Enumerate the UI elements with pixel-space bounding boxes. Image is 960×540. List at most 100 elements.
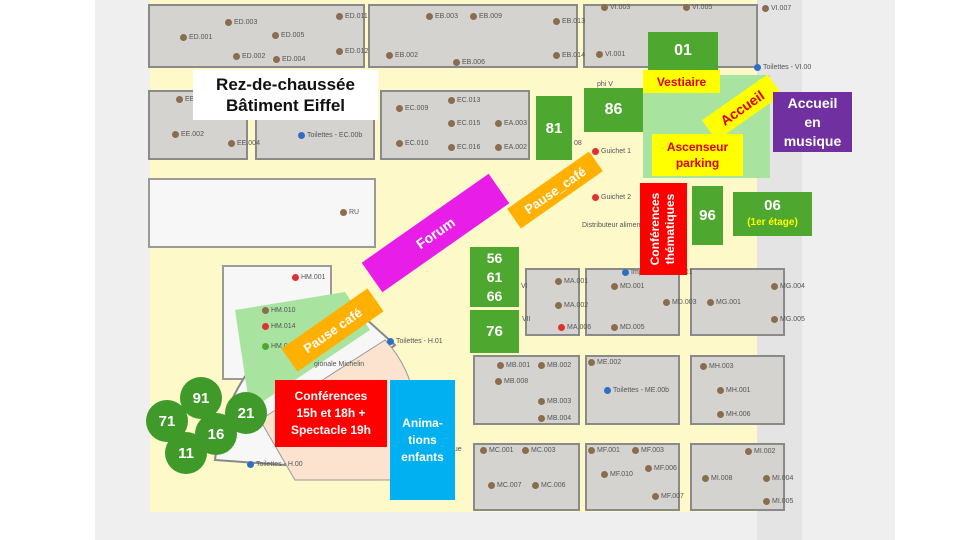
room-label[interactable]: MF.001 [588,447,620,454]
room-label[interactable]: MB.001 [497,362,530,369]
room-label[interactable]: MF.006 [645,465,677,472]
room-label[interactable]: ED.002 [233,53,265,60]
room-label[interactable]: MH.003 [700,363,734,370]
stand-86[interactable]: 86 [584,88,643,132]
text-line: Accueil [787,94,838,111]
room-label[interactable]: MA.001 [555,278,588,285]
room-label[interactable]: MB.008 [495,378,528,385]
room-label[interactable]: EC.013 [448,97,480,104]
stand-91[interactable]: 91 [180,377,222,419]
room-label[interactable]: VI.003 [601,4,630,11]
room-label[interactable]: MH.006 [717,411,751,418]
stand-06[interactable]: 06 (1er étage) [733,192,812,236]
room-label[interactable]: ME.002 [588,359,621,366]
room-icon [762,5,769,12]
room-label[interactable]: MI.002 [745,448,775,455]
room-label[interactable]: VI.007 [762,5,791,12]
room-label[interactable]: EE [176,96,194,103]
room-label[interactable]: EA.002 [495,144,527,151]
room-label[interactable]: MD.005 [611,324,645,331]
room-label[interactable]: EB.014 [553,52,585,59]
room-label[interactable]: 08 [574,140,582,147]
room-label[interactable]: EC.016 [448,144,480,151]
room-label[interactable]: ED.003 [225,19,257,26]
stand-01[interactable]: 01 [648,32,718,70]
room-label[interactable]: MI.004 [763,475,793,482]
room-label[interactable]: MC.007 [488,482,522,489]
room-label[interactable]: VI.005 [683,4,712,11]
room-label[interactable]: RU [340,209,359,216]
room-label[interactable]: EE.004 [228,140,260,147]
room-label[interactable]: MB.004 [538,415,571,422]
room-label[interactable]: MI.008 [702,475,732,482]
room-label[interactable]: MF.007 [652,493,684,500]
room-name: 08 [574,140,582,147]
room-label[interactable]: MI.005 [763,498,793,505]
stand-11[interactable]: 11 [165,432,207,474]
conferences-spectacle[interactable]: Conférences 15h et 18h + Spectacle 19h [275,380,387,447]
room-label[interactable]: Toilettes - H.00 [247,461,303,468]
room-label[interactable]: MH.001 [717,387,751,394]
room-label[interactable]: Toilettes - VI.00 [754,64,811,71]
room-label[interactable]: EA.003 [495,120,527,127]
room-label[interactable]: MA.002 [555,302,588,309]
room-label[interactable]: VI [521,283,528,290]
room-label[interactable]: HM.0 [262,343,288,350]
room-label[interactable]: HM.014 [262,323,296,330]
room-label[interactable]: ED.001 [180,34,212,41]
room-label[interactable]: MB.002 [538,362,571,369]
room-label[interactable]: ED.012 [336,48,368,55]
stand-96[interactable]: 96 [692,186,723,245]
accueil-en-musique[interactable]: Accueil en musique [773,92,852,152]
room-label[interactable]: Distributeur alimentaire [582,222,654,229]
room-label[interactable]: MG.005 [771,316,805,323]
room-label[interactable]: Guichet 1 [592,148,631,155]
room-label[interactable]: EB.013 [553,18,585,25]
stand-56-61-66[interactable]: 56 61 66 [470,247,519,307]
room-icon [622,269,629,276]
room-label[interactable]: MA.006 [558,324,591,331]
room-label[interactable]: EB.002 [386,52,418,59]
room-label[interactable]: gionale Michelin [314,361,364,368]
room-label[interactable]: VI.001 [596,51,625,58]
room-label[interactable]: MG.001 [707,299,741,306]
stand-81[interactable]: 81 [536,96,572,160]
room-label[interactable]: phi V [597,81,613,88]
room-name: ED.003 [234,19,258,26]
room-label[interactable]: HM.010 [262,307,296,314]
room-label[interactable]: MC.001 [480,447,514,454]
block-ma [525,268,580,336]
room-label[interactable]: Toilettes - H.01 [387,338,443,345]
room-label[interactable]: ED.004 [273,56,305,63]
room-label[interactable]: MC.003 [522,447,556,454]
room-icon [601,471,608,478]
room-label[interactable]: MG.004 [771,283,805,290]
ascenseur-parking[interactable]: Ascenseur parking [652,134,743,176]
vestiaire-label[interactable]: Vestiaire [643,70,720,93]
room-icon [592,148,599,155]
room-label[interactable]: EB.003 [426,13,458,20]
room-label[interactable]: MB.003 [538,398,571,405]
room-label[interactable]: EB.009 [470,13,502,20]
stand-76[interactable]: 76 [470,310,519,353]
room-label[interactable]: ED.011 [336,13,368,20]
room-label[interactable]: MF.010 [601,471,633,478]
room-label[interactable]: HM.001 [292,274,326,281]
room-label[interactable]: EC.010 [396,140,428,147]
room-label[interactable]: MF.003 [632,447,664,454]
room-label[interactable]: Toilettes - ME.00b [604,387,669,394]
conferences-thematiques[interactable]: Conférences thématiques [640,183,687,275]
room-label[interactable]: VII [522,316,531,323]
room-label[interactable]: Guichet 2 [592,194,631,201]
room-label[interactable]: que [450,446,462,453]
room-label[interactable]: ED.005 [272,32,304,39]
animations-enfants[interactable]: Anima- tions enfants [390,380,455,500]
room-label[interactable]: MD.001 [611,283,645,290]
room-label[interactable]: MD.003 [663,299,697,306]
room-label[interactable]: EE.002 [172,131,204,138]
room-label[interactable]: Toilettes - EC.00b [298,132,362,139]
room-label[interactable]: EC.015 [448,120,480,127]
room-label[interactable]: MC.006 [532,482,566,489]
room-label[interactable]: EC.009 [396,105,428,112]
room-label[interactable]: EB.006 [453,59,485,66]
